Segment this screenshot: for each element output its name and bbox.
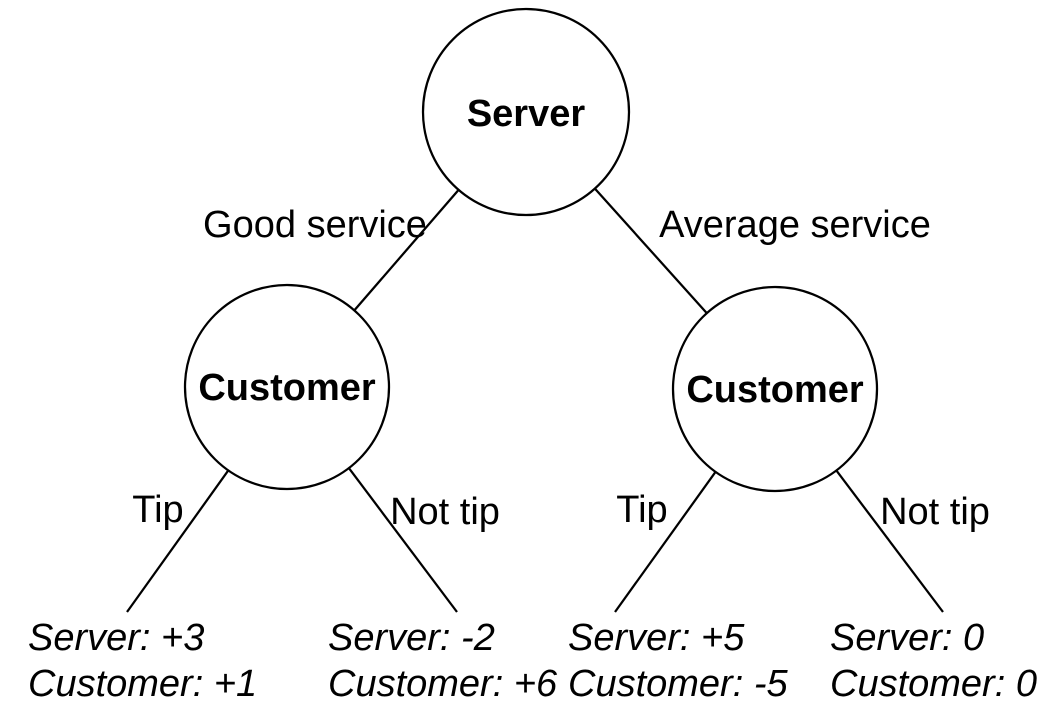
tree-nodes: Server Customer Customer: [183, 7, 879, 493]
edge-label-left-not-tip: Not tip: [390, 491, 500, 533]
node-customer-left-circle: [183, 283, 391, 491]
edge-label-right-tip: Tip: [616, 489, 667, 531]
payoff-server-1: Server: +3: [28, 617, 204, 659]
node-customer-left-label: Customer: [198, 367, 376, 409]
edge-label-right-not-tip: Not tip: [880, 491, 990, 533]
edge-label-average-service: Average service: [659, 204, 931, 246]
edge-label-good-service: Good service: [203, 204, 427, 246]
payoff-leaf-3: Server: +5 Customer: -5: [568, 617, 788, 705]
payoff-server-4: Server: 0: [830, 617, 984, 659]
payoff-leaf-1: Server: +3 Customer: +1: [28, 617, 257, 705]
payoff-customer-1: Customer: +1: [28, 663, 257, 705]
node-customer-right-circle: [671, 285, 879, 493]
node-server-circle: [421, 7, 631, 217]
payoff-server-2: Server: -2: [328, 617, 495, 659]
edge-labels: Good service Average service Tip Not tip…: [132, 204, 990, 533]
node-server-label: Server: [467, 93, 586, 135]
payoff-customer-2: Customer: +6: [328, 663, 558, 705]
payoff-customer-3: Customer: -5: [568, 663, 788, 705]
payoff-leaf-4: Server: 0 Customer: 0: [830, 617, 1037, 705]
edge-label-left-tip: Tip: [132, 489, 183, 531]
payoff-customer-4: Customer: 0: [830, 663, 1037, 705]
payoff-server-3: Server: +5: [568, 617, 745, 659]
node-customer-right-label: Customer: [686, 369, 864, 411]
payoff-leaves: Server: +3 Customer: +1 Server: -2 Custo…: [28, 617, 1037, 705]
payoff-leaf-2: Server: -2 Customer: +6: [328, 617, 558, 705]
